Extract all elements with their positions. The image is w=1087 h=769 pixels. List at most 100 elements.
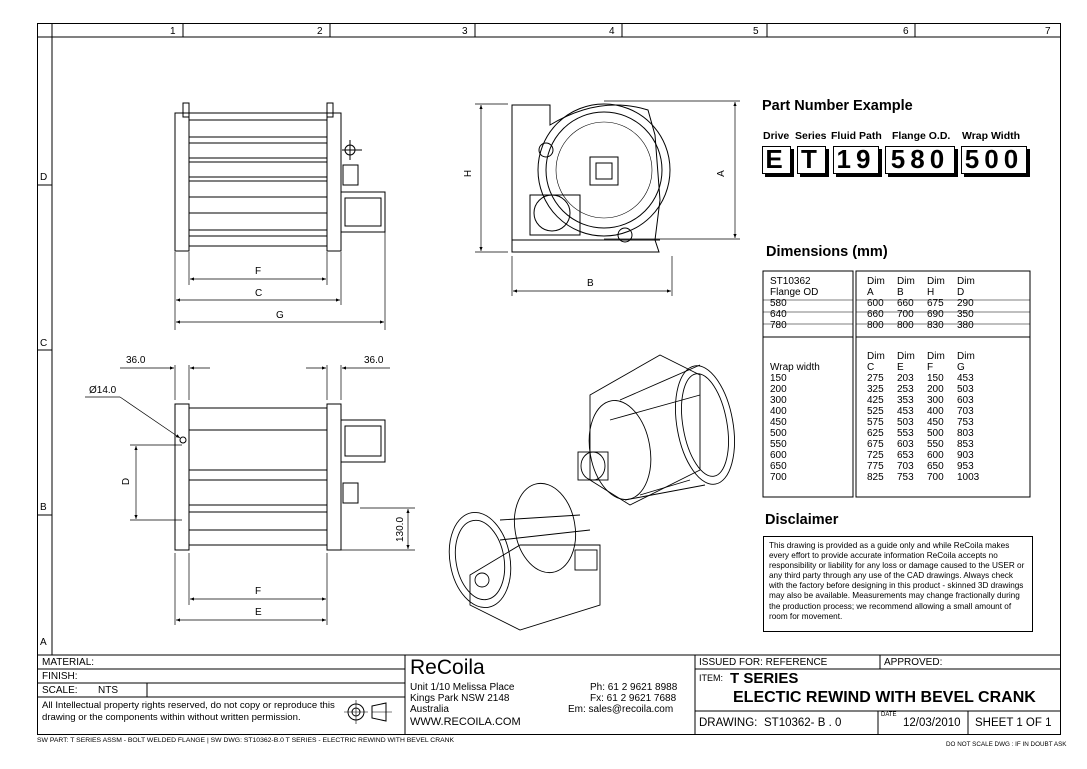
label-front-d: D [121, 477, 133, 486]
label-top-f: F [255, 266, 262, 277]
pn-label-flange-od: Flange O.D. [892, 130, 951, 142]
label-side-h: H [463, 169, 475, 178]
col-head: C [867, 362, 875, 373]
col-head: H [927, 287, 935, 298]
zone-row-a: A [40, 637, 47, 648]
cell: 275 [867, 373, 884, 384]
cell: 503 [957, 384, 974, 395]
sheet-number: SHEET 1 OF 1 [975, 717, 1052, 729]
zone-col-2: 2 [317, 26, 323, 37]
col-head: Dim [957, 276, 975, 287]
cell: 825 [867, 472, 884, 483]
flange-dims-table: Dim Dim Dim Dim A B H D 600 660 675 290 … [862, 276, 982, 331]
pn-label-series: Series [795, 130, 827, 142]
wrap-value: 450 [770, 417, 787, 428]
wrap-header: Wrap width [770, 362, 820, 373]
scale-label: SCALE: [42, 685, 78, 696]
cell: 603 [957, 395, 974, 406]
wrap-value: 300 [770, 395, 787, 406]
cell: 290 [957, 298, 974, 309]
pn-label-fluid-path: Fluid Path [831, 130, 882, 142]
flange-od-value: 580 [770, 298, 787, 309]
drawing-frame [37, 23, 1061, 735]
label-side-b: B [587, 278, 594, 289]
col-head: Dim [957, 351, 975, 362]
flange-header-1: ST10362 [770, 276, 811, 287]
zone-col-6: 6 [903, 26, 909, 37]
zone-col-4: 4 [609, 26, 615, 37]
pn-box-drive: E [762, 146, 794, 177]
cell: 703 [897, 461, 914, 472]
disclaimer-title: Disclaimer [765, 512, 839, 528]
cell: 725 [867, 450, 884, 461]
col-head: B [897, 287, 904, 298]
cell: 453 [957, 373, 974, 384]
cell: 425 [867, 395, 884, 406]
cell: 830 [927, 320, 944, 331]
dimensions-title: Dimensions (mm) [766, 244, 888, 260]
material-label: MATERIAL: [42, 657, 95, 668]
scale-value: NTS [98, 685, 118, 696]
zone-col-5: 5 [753, 26, 759, 37]
approved-label: APPROVED: [884, 657, 943, 668]
wrap-value: 700 [770, 472, 787, 483]
label-dim-36-right: 36.0 [364, 355, 384, 366]
col-head: F [927, 362, 934, 373]
wrap-value: 550 [770, 439, 787, 450]
label-top-g: G [276, 310, 284, 321]
cell: 150 [927, 373, 944, 384]
drawing-label: DRAWING: [699, 717, 758, 729]
label-side-a: A [715, 170, 727, 177]
zone-row-d: D [40, 172, 48, 183]
pn-box-series: T [797, 146, 829, 177]
pn-box-wrap-width: 500 [961, 146, 1030, 177]
wrap-value: 500 [770, 428, 787, 439]
footer-scale-note: DO NOT SCALE DWG : IF IN DOUBT ASK [946, 741, 1067, 748]
label-top-c: C [255, 288, 263, 299]
cell: 325 [867, 384, 884, 395]
cell: 625 [867, 428, 884, 439]
cell: 660 [897, 298, 914, 309]
cell: 703 [957, 406, 974, 417]
cell: 380 [957, 320, 974, 331]
top-view [174, 102, 386, 252]
label-dim-36-left: 36.0 [126, 355, 146, 366]
issued-for: ISSUED FOR: REFERENCE [699, 657, 828, 668]
finish-label: FINISH: [42, 671, 78, 682]
wrap-value: 400 [770, 406, 787, 417]
cell: 400 [927, 406, 944, 417]
cell: 525 [867, 406, 884, 417]
cell: 1003 [957, 472, 980, 483]
iso-view-upper [577, 354, 735, 506]
part-number-title: Part Number Example [762, 98, 913, 114]
col-head: D [957, 287, 965, 298]
cell: 200 [927, 384, 944, 395]
address-line: Australia [410, 704, 449, 715]
cell: 350 [957, 309, 974, 320]
cell: 775 [867, 461, 884, 472]
date-value: 12/03/2010 [903, 717, 961, 729]
cell: 653 [897, 450, 914, 461]
cell: 753 [957, 417, 974, 428]
wrap-value: 200 [770, 384, 787, 395]
label-front-f: F [255, 586, 262, 597]
cell: 453 [897, 406, 914, 417]
cell: 650 [927, 461, 944, 472]
cell: 600 [927, 450, 944, 461]
email: Em: sales@recoila.com [568, 704, 674, 715]
date-label: DATE [881, 712, 897, 718]
zone-row-c: C [40, 338, 48, 349]
company-name: ReCoila [410, 656, 485, 679]
cell: 800 [867, 320, 884, 331]
pn-label-drive: Drive [763, 130, 790, 142]
cell: 853 [957, 439, 974, 450]
cell: 553 [897, 428, 914, 439]
cell: 353 [897, 395, 914, 406]
zone-row-b: B [40, 502, 47, 513]
item-description: ELECTIC REWIND WITH BEVEL CRANK [733, 689, 1036, 706]
disclaimer-text: This drawing is provided as a guide only… [763, 536, 1033, 632]
label-hole-diameter: Ø14.0 [89, 385, 117, 396]
wrap-width-table: Wrap width 150 200 300 400 450 500 550 6… [765, 362, 851, 483]
cell: 600 [867, 298, 884, 309]
